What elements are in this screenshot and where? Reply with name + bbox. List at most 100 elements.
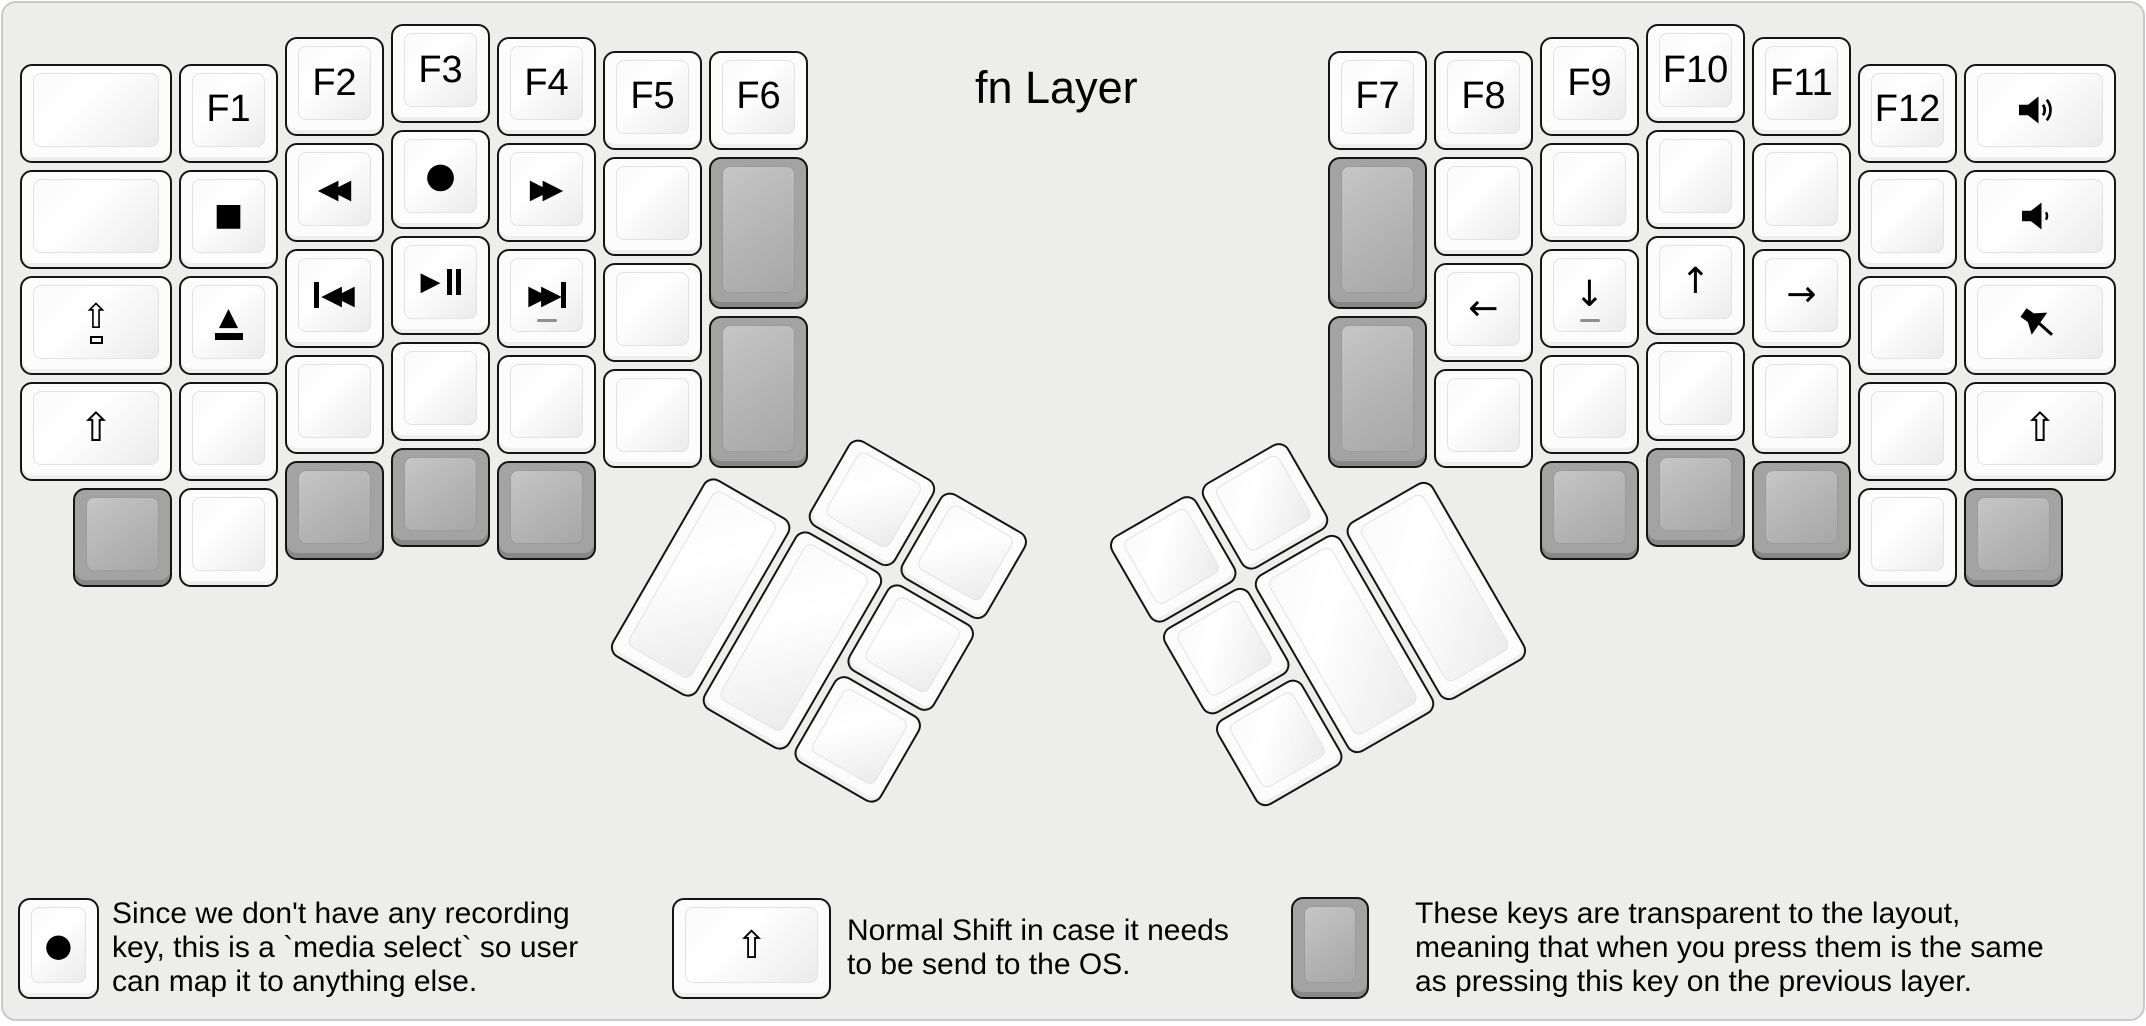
key-transparent[interactable] [285,461,384,561]
key-label: F1 [206,88,251,131]
key-label: F4 [524,61,569,104]
prev-track-icon: ◀◀ [314,282,355,309]
rewind-icon: ◀◀ [317,173,351,205]
key-volume-up[interactable] [1964,63,2116,163]
caps-lock-icon: ⇧ [82,300,110,344]
key-blank[interactable] [603,156,702,256]
legend-text-normal-shift: Normal Shift in case it needs to be send… [847,914,1229,981]
key-shift[interactable]: ⇧ [1964,381,2116,481]
key-blank[interactable] [1858,381,1957,481]
key-f12[interactable]: F12 [1858,63,1957,163]
volume-up-icon [2019,96,2052,124]
key-up-arrow[interactable]: ↑ [1646,236,1745,335]
eject-icon: ▲ [214,304,243,340]
legend-item-normal-shift: ⇧ Normal Shift in case it needs to be se… [672,888,1229,1008]
key-f1[interactable]: F1 [179,63,278,163]
key-transparent[interactable] [73,487,172,587]
key-f2[interactable]: F2 [285,37,384,137]
key-label: F12 [1874,88,1941,131]
fast-forward-icon: ▶▶ [529,173,563,205]
shift-icon: ⇧ [2023,404,2057,451]
legend-text-media-select: Since we don't have any recording key, t… [112,897,579,998]
key-shift[interactable]: ⇧ [20,381,172,481]
left-arrow-icon: ← [1468,287,1499,329]
key-transparent[interactable] [1328,315,1427,468]
up-arrow-icon: ↑ [1680,261,1711,302]
legend-key-transparent [1291,897,1369,999]
key-blank[interactable] [1434,368,1533,468]
key-transparent[interactable] [1540,461,1639,561]
key-fast-forward[interactable]: ▶▶ [497,143,596,243]
key-eject[interactable]: ▲ [179,275,278,375]
key-blank[interactable] [179,487,278,587]
key-blank[interactable] [1646,342,1745,441]
key-label: F3 [418,48,463,91]
key-record[interactable]: ● [391,130,490,229]
key-right-arrow[interactable]: → [1752,249,1851,349]
key-down-arrow[interactable]: ↓ [1540,249,1639,349]
key-label: F8 [1461,75,1506,117]
key-label: F7 [1355,75,1400,117]
key-mute[interactable] [1964,275,2116,375]
record-icon: ● [425,155,456,196]
legend-item-transparent-keys: These keys are transparent to the layout… [1291,888,2044,1008]
key-blank[interactable] [1858,169,1957,269]
key-blank[interactable] [20,63,172,163]
key-transparent[interactable] [1752,461,1851,561]
key-volume-down[interactable] [1964,169,2116,269]
key-blank[interactable] [1752,143,1851,243]
shift-icon: ⇧ [735,922,768,967]
key-transparent[interactable] [1646,448,1745,547]
key-transparent[interactable] [391,448,490,547]
key-f3[interactable]: F3 [391,24,490,123]
key-blank[interactable] [497,355,596,455]
key-blank[interactable] [1858,275,1957,375]
homing-bar [1579,319,1600,323]
key-f4[interactable]: F4 [497,37,596,137]
key-label: F11 [1770,61,1833,104]
key-blank[interactable] [1434,156,1533,256]
volume-down-icon [2022,202,2049,230]
stop-icon: ■ [213,197,244,234]
key-f8[interactable]: F8 [1434,50,1533,150]
key-blank[interactable] [391,342,490,441]
mute-icon [2020,307,2053,336]
legend-key-record: ● [18,897,99,999]
key-f6[interactable]: F6 [709,50,808,150]
key-label: F5 [630,75,675,117]
key-caps-lock[interactable]: ⇧ [20,275,172,375]
key-blank[interactable] [285,355,384,455]
key-f9[interactable]: F9 [1540,37,1639,137]
key-left-arrow[interactable]: ← [1434,262,1533,362]
key-blank[interactable] [1752,355,1851,455]
key-transparent[interactable] [709,315,808,468]
key-f7[interactable]: F7 [1328,50,1427,150]
key-play-pause[interactable]: ▶ [391,236,490,335]
down-arrow-icon: ↓ [1574,274,1605,316]
key-blank[interactable] [20,169,172,269]
key-stop[interactable]: ■ [179,169,278,269]
key-blank[interactable] [179,381,278,481]
key-prev-track[interactable]: ◀◀ [285,249,384,349]
key-f5[interactable]: F5 [603,50,702,150]
key-transparent[interactable] [1328,156,1427,309]
legend-key-shift: ⇧ [672,897,831,999]
key-blank[interactable] [603,262,702,362]
key-transparent[interactable] [1964,487,2063,587]
key-blank[interactable] [603,368,702,468]
record-icon: ● [44,925,73,964]
key-f11[interactable]: F11 [1752,37,1851,137]
key-blank[interactable] [1540,143,1639,243]
key-label: F10 [1662,48,1729,91]
key-blank[interactable] [1540,355,1639,455]
key-rewind[interactable]: ◀◀ [285,143,384,243]
key-f10[interactable]: F10 [1646,24,1745,123]
key-blank[interactable] [1646,130,1745,229]
right-arrow-icon: → [1786,274,1817,316]
key-next-track[interactable]: ▶▶ [497,249,596,349]
key-transparent[interactable] [497,461,596,561]
key-blank[interactable] [1858,487,1957,587]
key-transparent[interactable] [709,156,808,309]
key-label: F2 [312,61,357,104]
